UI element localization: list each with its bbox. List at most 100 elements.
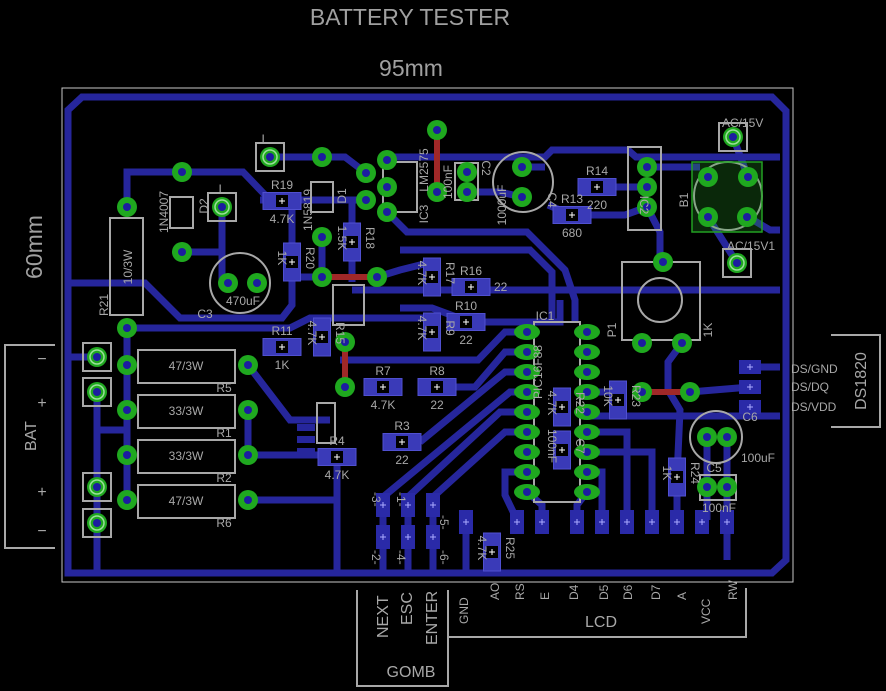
smd-header-pad <box>595 510 609 534</box>
part-ref: R25 <box>503 537 517 559</box>
pad <box>172 162 192 182</box>
pad <box>574 444 600 460</box>
smd-header-pad <box>426 525 440 549</box>
pad <box>238 355 258 375</box>
part-ref: P1 <box>605 322 619 337</box>
pad <box>680 382 700 402</box>
smd-r20 <box>283 242 301 282</box>
part-value: 47/3W <box>169 494 204 508</box>
part-ref: D1 <box>335 188 349 204</box>
part-ref: R9 <box>443 320 457 336</box>
ds1820-connector: DS/GND DS/DQ DS/VDD DS1820 <box>791 334 881 428</box>
part-outline <box>332 284 365 326</box>
part-ref: IC1 <box>536 309 555 323</box>
part-value: LM2575 <box>417 148 431 192</box>
pad <box>514 444 540 460</box>
smd-c7 <box>553 430 571 470</box>
pad <box>698 167 718 187</box>
part-ref: R15 <box>333 322 347 344</box>
smd-header-pad <box>645 510 659 534</box>
trace <box>384 209 579 322</box>
part-value: 100uF <box>741 451 775 465</box>
part-outline <box>637 277 683 323</box>
part-value: 4.7K <box>475 536 489 561</box>
part-value: 1K <box>275 358 290 372</box>
part-ref: R4 <box>329 434 345 448</box>
ds-dq-label: DS/DQ <box>791 380 829 394</box>
ac-15v1-label: AC/15V1 <box>727 239 775 253</box>
pad <box>514 344 540 360</box>
smd-r7 <box>363 378 403 396</box>
part-value: 33/3W <box>169 449 204 463</box>
pad <box>238 490 258 510</box>
ic-lead <box>297 448 315 455</box>
pad <box>82 472 112 502</box>
smd-header-pad <box>620 510 634 534</box>
part-value: 22 <box>459 333 473 347</box>
ds-gnd-label: DS/GND <box>791 362 838 376</box>
pad <box>335 332 355 352</box>
pad <box>574 384 600 400</box>
part-ref: R21 <box>97 294 111 316</box>
bat-label: BAT <box>23 421 40 451</box>
pad <box>457 162 477 182</box>
part-value: 22 <box>430 398 444 412</box>
part-value: 22 <box>395 453 409 467</box>
pad <box>637 157 657 177</box>
gomb-esc-label: ESC <box>399 592 416 625</box>
part-value: 1000uF <box>495 185 509 226</box>
bat-plus-bottom: + <box>37 484 46 501</box>
part-ref: IC2 <box>637 196 651 215</box>
lcd-pin-label: D6 <box>621 584 635 600</box>
pad <box>514 364 540 380</box>
part-outline <box>627 146 662 231</box>
smd-header-pad <box>376 525 390 549</box>
pad <box>574 484 600 500</box>
lcd-pin-label: D7 <box>649 584 663 600</box>
pad <box>514 324 540 340</box>
trace <box>587 428 631 520</box>
part-outline <box>310 181 334 213</box>
smd-r10 <box>446 313 486 331</box>
smd-r4 <box>317 448 357 466</box>
pad <box>117 318 137 338</box>
pad <box>427 182 447 202</box>
smd-header-pad <box>401 493 415 517</box>
lcd-pin-label: A <box>675 592 689 600</box>
pad <box>218 273 238 293</box>
part-ref: C7 <box>573 438 587 454</box>
gomb-next-label: NEXT <box>375 595 392 638</box>
pad <box>117 197 137 217</box>
lcd-pin-label: D4 <box>567 584 581 600</box>
part-ref: R6 <box>216 516 232 530</box>
pad <box>512 157 532 177</box>
pad <box>514 424 540 440</box>
part-outline <box>492 151 554 213</box>
smd-header-pad <box>510 510 524 534</box>
pad <box>82 377 112 407</box>
pad <box>238 400 258 420</box>
pad <box>717 477 737 497</box>
pad <box>697 427 717 447</box>
smd-components <box>262 178 761 572</box>
lcd-pin-label: RS <box>513 583 527 600</box>
part-outline <box>109 217 144 316</box>
lcd-pin-label: RW <box>726 580 740 600</box>
trace <box>64 93 790 577</box>
part-ref: R23 <box>629 385 643 407</box>
smd-header-pad <box>459 510 473 534</box>
smd-header-pad <box>720 510 734 534</box>
pad <box>514 404 540 420</box>
pad <box>514 384 540 400</box>
part-value: 1.5K <box>335 226 349 251</box>
pad <box>117 490 137 510</box>
pad <box>172 242 192 262</box>
pad <box>427 120 447 140</box>
width-dimension: 95mm <box>379 55 443 81</box>
part-value: 10K <box>601 385 615 406</box>
pad <box>312 147 332 167</box>
part-ref: C4 <box>545 192 559 208</box>
pad <box>82 342 112 372</box>
part-outline <box>621 261 701 341</box>
board-title: BATTERY TESTER <box>310 4 510 30</box>
